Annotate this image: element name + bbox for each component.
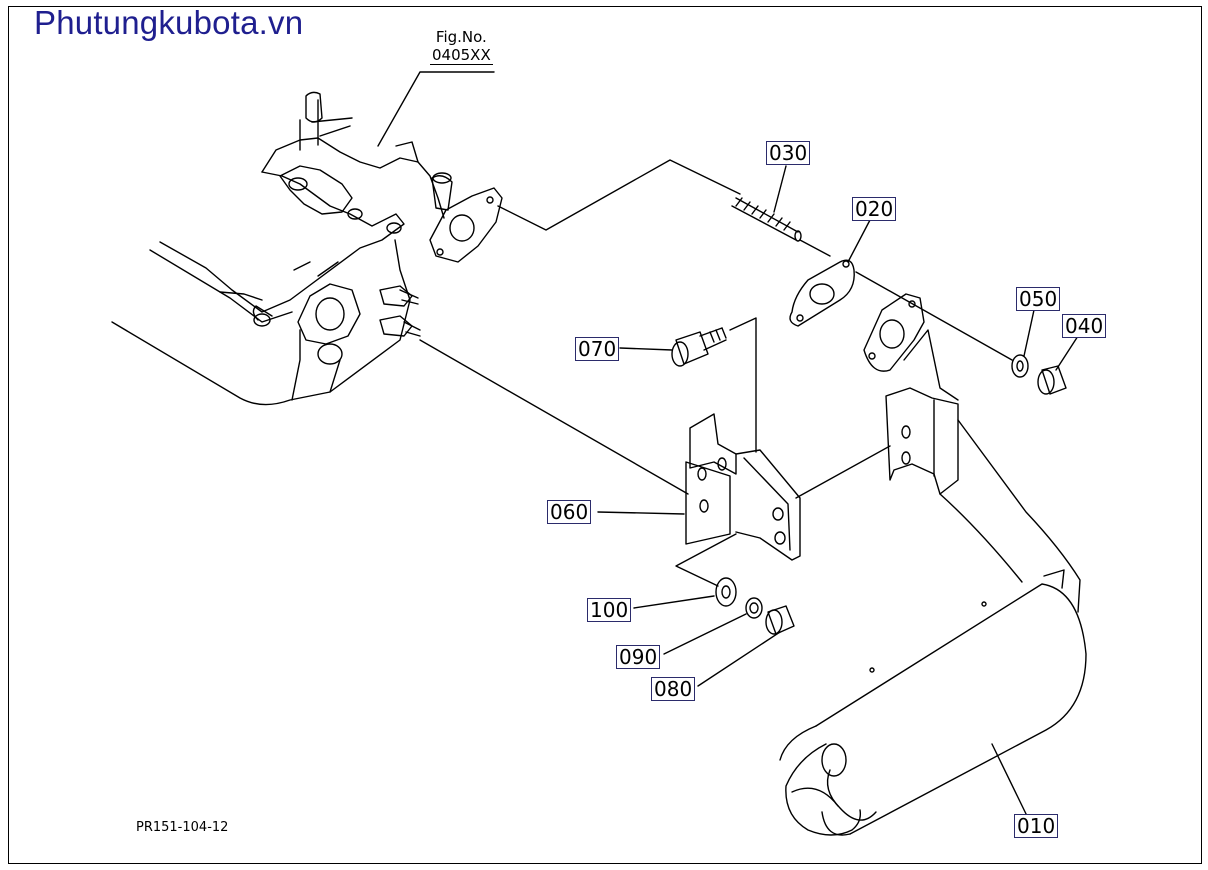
part-label-050[interactable]: 050 [1016, 287, 1061, 311]
part-label-080[interactable]: 080 [651, 677, 696, 701]
drawing-reference-code: PR151-104-12 [136, 820, 229, 835]
diagram-frame [8, 6, 1202, 864]
stud-bolt-030 [731, 197, 802, 242]
figure-reference[interactable]: Fig.No. 0405XX [430, 28, 493, 65]
part-label-070[interactable]: 070 [575, 337, 620, 361]
part-label-100[interactable]: 100 [587, 598, 632, 622]
washer-050 [1011, 354, 1029, 378]
brand-watermark: Phutungkubota.vn [34, 4, 304, 41]
nut-080 [765, 605, 795, 635]
part-label-060[interactable]: 060 [547, 500, 592, 524]
part-label-020[interactable]: 020 [852, 197, 897, 221]
engine-cylinder-head [111, 91, 503, 406]
part-label-090[interactable]: 090 [616, 645, 661, 669]
flange-bolt-070 [671, 327, 727, 367]
part-label-030[interactable]: 030 [766, 141, 811, 165]
muffler-010 [779, 293, 1087, 836]
figure-reference-code: 0405XX [430, 46, 493, 65]
figure-reference-title: Fig.No. [435, 28, 487, 46]
part-label-040[interactable]: 040 [1062, 314, 1107, 338]
part-label-010[interactable]: 010 [1014, 814, 1059, 838]
washer-100 [715, 577, 737, 607]
spring-washer-090 [745, 597, 763, 619]
bracket-060 [685, 413, 801, 561]
gasket-020 [789, 259, 855, 327]
nut-040 [1037, 365, 1067, 395]
